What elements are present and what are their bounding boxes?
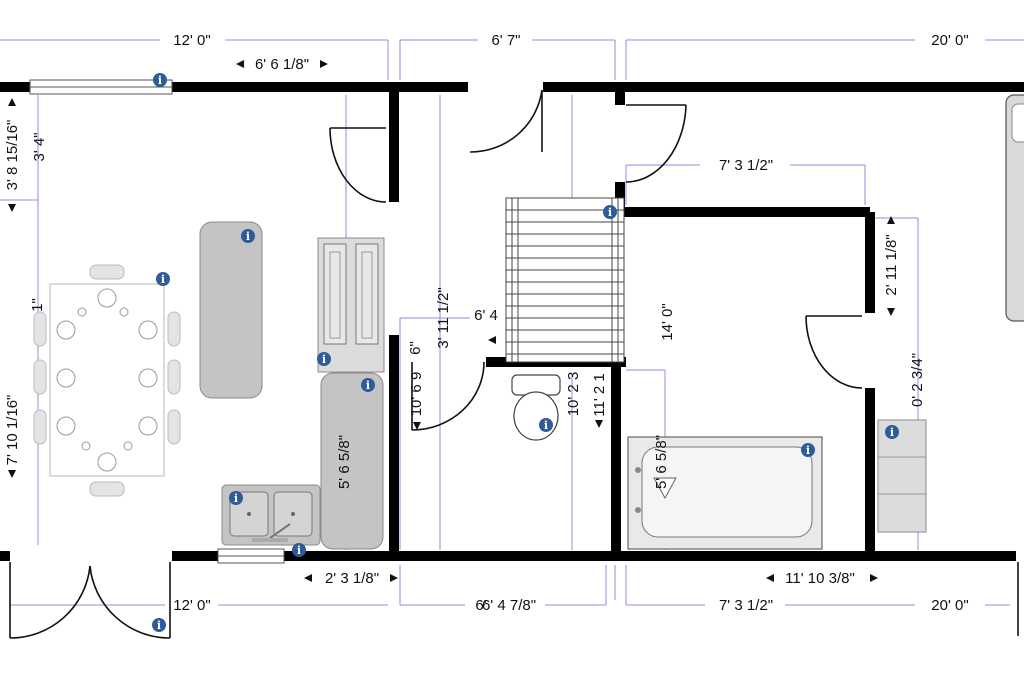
hall-door[interactable] — [411, 361, 485, 431]
svg-text:i: i — [234, 492, 238, 505]
stove[interactable] — [317, 237, 385, 373]
toilet[interactable] — [511, 374, 561, 441]
svg-text:i: i — [890, 426, 894, 439]
svg-text:i: i — [322, 353, 326, 366]
info-icon[interactable]: i — [801, 443, 815, 457]
svg-text:i: i — [806, 444, 810, 457]
walls — [0, 82, 1024, 561]
svg-text:i: i — [246, 230, 250, 243]
top-window[interactable] — [29, 79, 173, 95]
svg-text:i: i — [161, 273, 165, 286]
dim-bottom-mid-overlap: 6' — [475, 597, 486, 614]
info-icon[interactable]: i — [241, 229, 255, 243]
staircase — [505, 197, 625, 363]
dim-bottom-mid: 6' 4 7/8" — [482, 597, 536, 614]
svg-text:i: i — [608, 206, 612, 219]
dimension-labels: 12' 0" 6' 7" 20' 0" 6' 6 1/8" 3' 8 15/16… — [4, 32, 969, 614]
dim-closet-width: 7' 3 1/2" — [719, 157, 773, 174]
entry-double-door[interactable] — [9, 562, 171, 639]
bedroom-door[interactable] — [805, 315, 863, 389]
dim-bottom-right: 20' 0" — [931, 597, 968, 614]
svg-text:i: i — [297, 544, 301, 557]
dim-right-vertical: 0' 2 3/4" — [909, 353, 926, 407]
bed[interactable] — [1005, 94, 1024, 322]
dim-bottom-right-inner: 11' 10 3/8" — [785, 570, 855, 587]
dim-hall-short: 6" — [407, 341, 424, 355]
bathtub[interactable] — [627, 436, 823, 550]
info-icon[interactable]: i — [156, 272, 170, 286]
dim-bottom-right-closet: 7' 3 1/2" — [719, 597, 773, 614]
svg-text:i: i — [157, 619, 161, 632]
kitchen-island[interactable] — [199, 221, 263, 399]
dresser[interactable] — [877, 419, 927, 533]
info-icon[interactable]: i — [152, 618, 166, 632]
dim-window-width: 6' 6 1/8" — [255, 56, 309, 73]
dim-hall-rotated-3: 11' 2 1 — [591, 373, 608, 416]
dim-top-right: 20' 0" — [931, 32, 968, 49]
dining-table[interactable] — [33, 264, 181, 497]
dim-bottom-left: 12' 0" — [173, 597, 210, 614]
dim-top-mid: 6' 7" — [491, 32, 520, 49]
svg-text:i: i — [544, 419, 548, 432]
info-icon[interactable]: i — [153, 73, 167, 87]
dim-left-mid-partial: 1" — [29, 298, 46, 312]
dim-top-left: 12' 0" — [173, 32, 210, 49]
dim-hall-rotated-1: 10' 6 9 — [408, 372, 425, 417]
svg-text:i: i — [158, 74, 162, 87]
info-icon[interactable]: i — [885, 425, 899, 439]
dim-bath-vertical: 14' 0" — [659, 303, 676, 340]
dim-tub-vertical: 5' 6 5/8" — [653, 435, 670, 489]
svg-text:i: i — [366, 379, 370, 392]
kitchen-closet-door[interactable] — [329, 127, 387, 203]
dim-left-top-2: 3' 4" — [31, 132, 48, 161]
front-hall-door[interactable] — [469, 89, 543, 153]
info-icon[interactable]: i — [229, 491, 243, 505]
dim-sink-offset: 2' 3 1/8" — [325, 570, 379, 587]
dim-left-top-1: 3' 8 15/16" — [4, 120, 21, 191]
dim-left-lower: 7' 10 1/16" — [4, 395, 21, 466]
closet-door[interactable] — [625, 104, 687, 183]
info-icon[interactable]: i — [292, 543, 306, 557]
bottom-window[interactable] — [217, 548, 285, 564]
refrigerator[interactable] — [320, 372, 384, 550]
info-icon[interactable]: i — [603, 205, 617, 219]
dim-hall-rotated-2: 10' 2 3 — [565, 372, 582, 417]
dim-fridge-vertical: 5' 6 5/8" — [336, 435, 353, 489]
info-icon[interactable]: i — [361, 378, 375, 392]
dim-closet-vertical: 2' 11 1/8" — [883, 234, 900, 295]
info-icon[interactable]: i — [539, 418, 553, 432]
dim-stair-vertical: 3' 11 1/2" — [435, 287, 452, 348]
dim-stair-label: 6' 4 — [474, 307, 498, 324]
info-icon[interactable]: i — [317, 352, 331, 366]
